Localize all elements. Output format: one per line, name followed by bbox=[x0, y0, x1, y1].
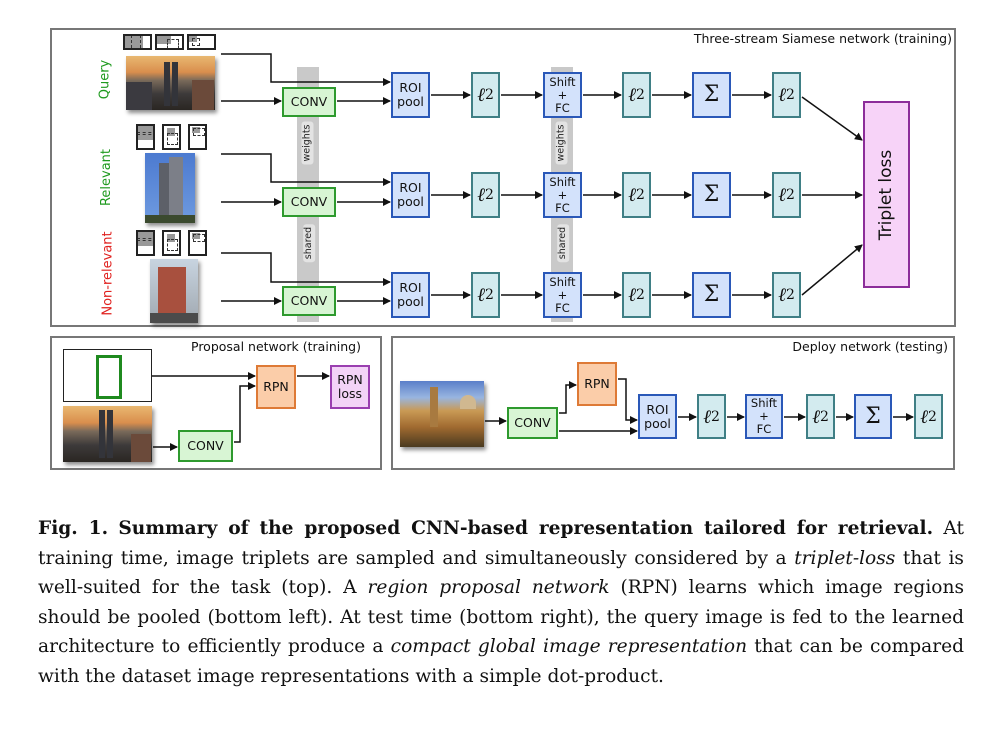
figure-caption: Fig. 1. Summary of the proposed CNN-base… bbox=[38, 514, 964, 691]
skyscraper-silhouette bbox=[172, 62, 178, 106]
region-thumb bbox=[162, 124, 181, 150]
region-thumb bbox=[187, 34, 216, 50]
caption-emphasis: compact global image representation bbox=[390, 636, 748, 657]
region-thumb bbox=[136, 124, 155, 150]
region-thumb bbox=[123, 34, 152, 50]
deploy-rpn-block: RPN bbox=[577, 362, 617, 406]
deploy-sum-block: Σ bbox=[854, 394, 892, 439]
conv-block-non-relevant: CONV bbox=[282, 286, 336, 316]
caption-text: At training time, image triplets are sam… bbox=[38, 518, 964, 569]
box-annotation-canvas bbox=[63, 349, 152, 402]
region-thumb bbox=[155, 34, 184, 50]
proposal-rpn-block: RPN bbox=[256, 365, 296, 409]
deploy-panel-title: Deploy network (testing) bbox=[792, 339, 948, 354]
fc-weights-label: weights bbox=[555, 121, 568, 165]
caption-text: (RPN) learns which image regions should … bbox=[38, 577, 964, 657]
spire-silhouette bbox=[430, 387, 438, 427]
non-relevant-image bbox=[150, 259, 198, 323]
region-thumb bbox=[188, 230, 207, 256]
relevant-image bbox=[145, 153, 195, 223]
shift-fc-block-relevant: Shift+FC bbox=[543, 172, 582, 218]
skyscraper-silhouette bbox=[169, 157, 183, 223]
region-thumb bbox=[162, 230, 181, 256]
sum-block-query: Σ bbox=[692, 72, 731, 118]
dome-silhouette bbox=[460, 395, 476, 409]
proposal-input-image bbox=[63, 406, 152, 462]
caption-figure-label: Fig. 1. bbox=[38, 518, 109, 539]
triplet-loss-block: Triplet loss bbox=[863, 101, 910, 288]
skyscraper-silhouette bbox=[159, 163, 171, 223]
region-thumb bbox=[136, 230, 155, 256]
query-image bbox=[126, 56, 215, 110]
conv-block-relevant: CONV bbox=[282, 187, 336, 217]
non-relevant-label: Non-relevant bbox=[100, 231, 116, 316]
sum-block-non-relevant: Σ bbox=[692, 272, 731, 318]
caption-emphasis: region proposal network bbox=[367, 577, 610, 598]
conv-weights-label: weights bbox=[301, 121, 314, 165]
caption-text: that is well-suited for the task (top). … bbox=[38, 547, 964, 599]
building-silhouette bbox=[192, 80, 214, 110]
shift-fc-block-non-relevant: Shift+FC bbox=[543, 272, 582, 318]
shift-fc-block-query: Shift+FC bbox=[543, 72, 582, 118]
query-label: Query bbox=[97, 59, 113, 100]
caption-title: Summary of the proposed CNN-based repres… bbox=[118, 518, 934, 539]
caption-emphasis: triplet-loss bbox=[794, 547, 896, 569]
sum-block-relevant: Σ bbox=[692, 172, 731, 218]
conv-block-query: CONV bbox=[282, 87, 336, 117]
region-thumb bbox=[188, 124, 207, 150]
building-silhouette bbox=[126, 82, 152, 110]
building-silhouette bbox=[131, 434, 151, 462]
siamese-panel-title: Three-stream Siamese network (training) bbox=[693, 31, 952, 46]
relevant-label: Relevant bbox=[99, 148, 115, 207]
fc-shared-label: shared bbox=[557, 223, 570, 263]
tree-strip bbox=[145, 215, 195, 223]
proposal-panel-title: Proposal network (training) bbox=[191, 339, 361, 354]
deploy-conv-block: CONV bbox=[507, 407, 558, 439]
query-region-thumbnails bbox=[123, 34, 216, 50]
conv-shared-label: shared bbox=[303, 223, 316, 263]
skyscraper-silhouette bbox=[107, 410, 113, 458]
street-strip bbox=[150, 313, 198, 323]
skyscraper-silhouette bbox=[99, 410, 105, 458]
deploy-query-image bbox=[400, 381, 484, 447]
proposal-conv-block: CONV bbox=[178, 430, 233, 462]
non-relevant-region-thumbnails bbox=[136, 230, 207, 256]
caption-text: that can be compared with the dataset im… bbox=[38, 636, 964, 687]
bounding-box-rect bbox=[96, 355, 122, 399]
skyscraper-silhouette bbox=[164, 62, 170, 106]
relevant-region-thumbnails bbox=[136, 124, 207, 150]
deploy-shift-fc-block: Shift+FC bbox=[745, 394, 783, 439]
